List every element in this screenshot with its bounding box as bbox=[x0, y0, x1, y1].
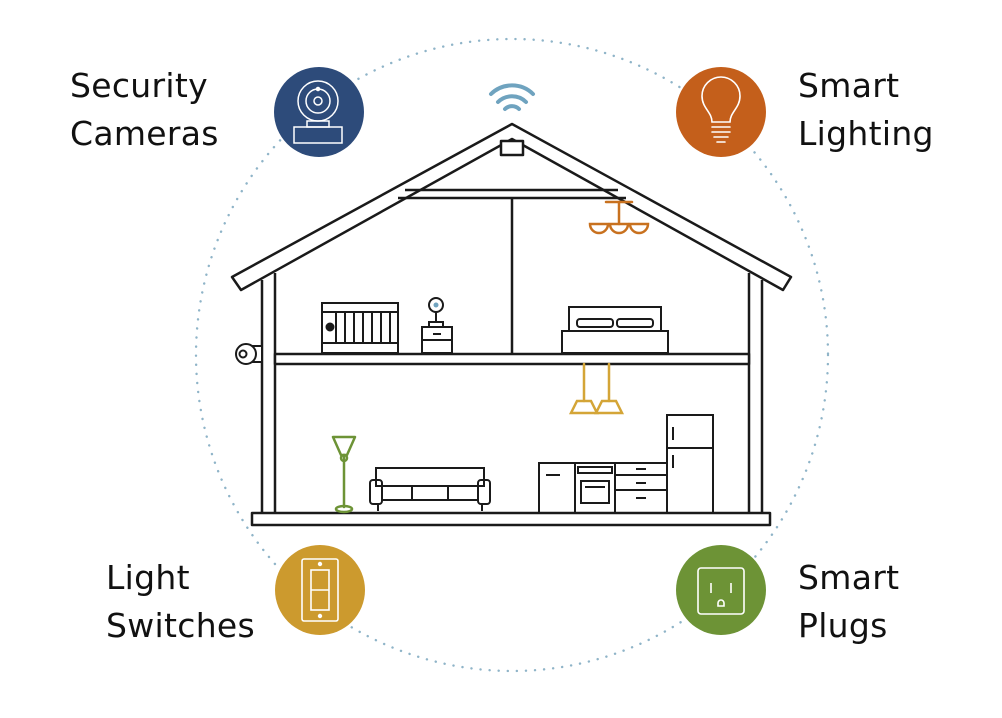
security-cameras-label-line1: Security bbox=[70, 66, 208, 105]
sofa-icon bbox=[369, 467, 491, 511]
smart-lighting-badge bbox=[676, 67, 766, 157]
house bbox=[230, 122, 793, 527]
smart-lighting-label-line2: Lighting bbox=[798, 114, 934, 153]
middle-floor bbox=[273, 352, 751, 366]
security-cameras-label-line2: Cameras bbox=[70, 114, 219, 153]
power-outlet-icon bbox=[697, 567, 745, 615]
light-switches-label-line2: Switches bbox=[106, 606, 255, 645]
kitchen-icon bbox=[538, 414, 714, 514]
smart-plugs-badge bbox=[676, 545, 766, 635]
smart-lighting-label: Smart Lighting bbox=[798, 62, 934, 158]
light-switches-label-line1: Light bbox=[106, 558, 190, 597]
security-cameras-badge bbox=[274, 67, 364, 157]
floor-lamp-icon bbox=[331, 435, 357, 514]
baby-monitor-icon bbox=[421, 297, 453, 354]
wifi-icon bbox=[489, 83, 535, 111]
smart-lighting-label-line1: Smart bbox=[798, 66, 900, 105]
router-icon bbox=[499, 139, 525, 157]
light-switches-label: Light Switches bbox=[106, 554, 255, 650]
ground-floor bbox=[250, 511, 772, 527]
crib-icon bbox=[321, 302, 399, 354]
light-switch-icon bbox=[301, 558, 339, 622]
light-switches-badge bbox=[275, 545, 365, 635]
light-bulb-icon bbox=[701, 76, 741, 143]
smart-plugs-label-line2: Plugs bbox=[798, 606, 888, 645]
security-camera-icon bbox=[293, 80, 343, 144]
bed-icon bbox=[561, 306, 669, 354]
pendant-lamps-icon bbox=[568, 362, 625, 415]
connection-circle bbox=[194, 37, 830, 673]
chandelier-icon bbox=[588, 200, 650, 235]
security-cameras-label: Security Cameras bbox=[70, 62, 219, 158]
smart-plugs-label-line1: Smart bbox=[798, 558, 900, 597]
roof bbox=[230, 122, 793, 292]
smart-plugs-label: Smart Plugs bbox=[798, 554, 899, 650]
outdoor-camera-icon bbox=[235, 343, 263, 365]
